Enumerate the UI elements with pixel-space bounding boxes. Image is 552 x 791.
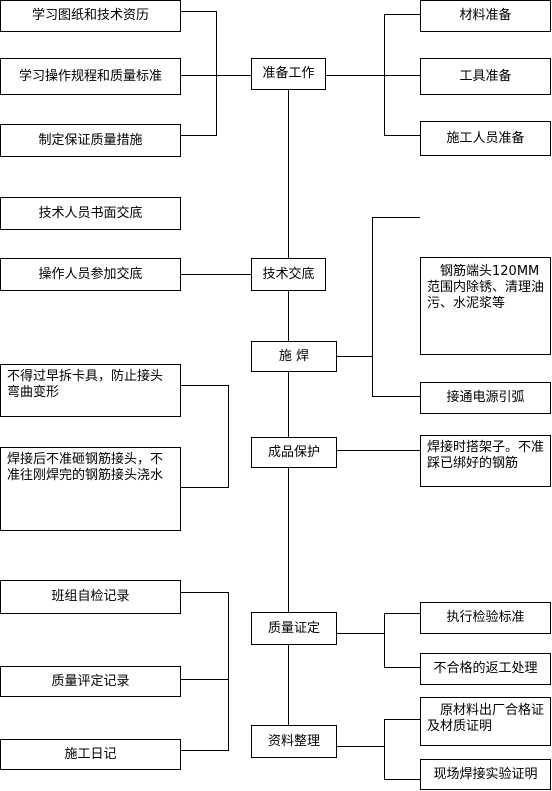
node-staff-prep: 施工人员准备 [420, 121, 551, 156]
node-construction-log: 施工日记 [0, 739, 181, 770]
node-label: 原材料出厂合格证及材质证明 [427, 703, 545, 734]
node-label: 焊接时搭架子。不准踩已绑好的钢筋 [427, 440, 545, 471]
node-label: 不合格的返工处理 [433, 661, 538, 676]
node-label: 接通电源引弧 [446, 390, 525, 405]
node-label: 班组自检记录 [51, 589, 130, 604]
node-data-sorting: 资料整理 [251, 725, 337, 758]
node-material-prep: 材料准备 [420, 0, 551, 32]
node-label: 质量评定记录 [51, 673, 130, 689]
node-arc-start: 接通电源引弧 [420, 382, 551, 414]
node-label: 执行检验标准 [446, 610, 525, 625]
node-label: 钢筋端头120MM范围内除锈、清理油污、水泥浆等 [427, 264, 545, 311]
node-label: 学习操作规程和质量标准 [18, 68, 162, 84]
node-label: 准备工作 [262, 66, 315, 81]
node-study-drawings: 学习图纸和技术资历 [0, 0, 181, 32]
node-welding: 施 焊 [251, 341, 337, 372]
node-label: 施 焊 [278, 348, 310, 364]
node-quality-cert: 质量证定 [251, 612, 337, 645]
node-inspection-std: 执行检验标准 [420, 602, 551, 634]
node-worker-brief: 操作人员参加交底 [0, 258, 181, 291]
node-label: 施工人员准备 [446, 130, 525, 146]
node-weld-test: 现场焊接实验证明 [420, 759, 551, 790]
node-scaffold: 焊接时搭架子。不准踩已绑好的钢筋 [420, 435, 551, 487]
node-label: 技术交底 [262, 266, 315, 282]
node-label: 技术人员书面交底 [38, 205, 143, 221]
node-written-brief: 技术人员书面交底 [0, 197, 181, 230]
node-label: 学习图纸和技术资历 [31, 8, 149, 23]
node-label: 焊接后不准砸钢筋接头，不准往刚焊完的钢筋接头浇水 [7, 452, 164, 483]
node-label: 工具准备 [459, 68, 512, 84]
node-quality-record: 质量评定记录 [0, 666, 181, 697]
node-label: 现场焊接实验证明 [433, 766, 538, 782]
node-self-check: 班组自检记录 [0, 580, 181, 614]
node-product-protection: 成品保护 [251, 437, 337, 468]
node-label: 质量证定 [267, 620, 320, 636]
node-label: 不得过早拆卡具，防止接头弯曲变形 [7, 369, 164, 400]
node-label: 操作人员参加交底 [38, 266, 143, 282]
node-label: 材料准备 [459, 8, 512, 23]
node-study-rules: 学习操作规程和质量标准 [0, 58, 181, 95]
node-rebar-end: 钢筋端头120MM范围内除锈、清理油污、水泥浆等 [420, 257, 551, 355]
node-no-hammer: 焊接后不准砸钢筋接头，不准往刚焊完的钢筋接头浇水 [0, 447, 181, 531]
node-preparation: 准备工作 [251, 58, 326, 90]
node-rework: 不合格的返工处理 [420, 653, 551, 685]
node-label: 制定保证质量措施 [38, 132, 143, 148]
node-tool-prep: 工具准备 [420, 58, 551, 95]
node-label: 成品保护 [267, 444, 320, 460]
node-tech-brief: 技术交底 [251, 258, 326, 291]
node-quality-measures: 制定保证质量措施 [0, 124, 181, 157]
node-label: 资料整理 [267, 733, 320, 749]
node-label: 施工日记 [64, 746, 117, 762]
node-material-cert: 原材料出厂合格证及材质证明 [420, 697, 551, 746]
node-no-early-removal: 不得过早拆卡具，防止接头弯曲变形 [0, 364, 181, 417]
